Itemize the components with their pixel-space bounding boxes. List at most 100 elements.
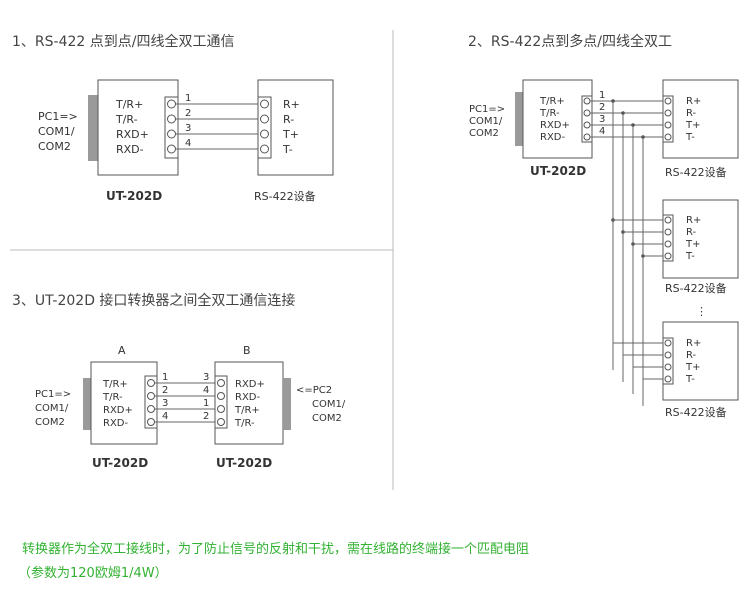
s3-pc-left-label-1: PC1=> (35, 389, 71, 400)
s2-device-pin-label: T- (685, 132, 695, 143)
s2-converter-box (522, 79, 593, 159)
s1-device-name: RS-422设备 (254, 189, 316, 203)
s2-device-screw-icon (664, 375, 672, 383)
s1-converter-name: UT-202D (106, 189, 162, 203)
s2-converter-pin-label: RXD- (540, 132, 565, 143)
s3-converter-b-pin-label: RXD+ (235, 379, 265, 390)
s3-pc-right-label-1: <=PC2 (296, 385, 332, 396)
s1-converter-terminal-block (164, 96, 179, 159)
s1-converter-pin-label: T/R- (115, 113, 138, 126)
s2-device-pin-label: R- (686, 108, 697, 119)
s1-converter-pin-label: RXD- (116, 143, 144, 156)
s1-pc-label-3: COM2 (38, 140, 71, 153)
s3-converter-b-screw-icon (217, 392, 225, 400)
s1-wire-number: 4 (185, 138, 191, 149)
s2-device-terminal-block (662, 214, 674, 262)
s2-device-terminal-block (662, 95, 674, 143)
s3-wire-number-a: 3 (162, 398, 168, 409)
s1-wire-number: 3 (185, 123, 191, 134)
s2-device-screw-icon (664, 109, 672, 117)
s3-converter-a-screw-icon (147, 392, 155, 400)
s2-device-pin-label: T+ (685, 239, 701, 250)
s3-wire-number-a: 1 (162, 372, 168, 383)
s3-converter-b-screw-icon (217, 405, 225, 413)
s2-converter-name: UT-202D (530, 164, 586, 178)
s2-device-screw-icon (664, 363, 672, 371)
s2-device-2-box (662, 199, 739, 279)
s1-wire-number: 2 (185, 108, 191, 119)
s2-converter-terminal-block (581, 95, 593, 143)
s2-converter-db9-plug (515, 92, 523, 146)
s3-wire-number-a: 2 (162, 385, 168, 396)
s3-converter-b-screw-icon (217, 418, 225, 426)
s3-converter-b-db9-plug (283, 378, 291, 430)
s1-converter-screw-icon (167, 114, 176, 124)
s1-device-screw-icon (260, 114, 269, 124)
s2-device-pin-label: R+ (686, 215, 701, 226)
s2-device-pin-label: T- (685, 251, 695, 262)
s2-device-screw-icon (664, 252, 672, 260)
s1-converter-screw-icon (167, 99, 176, 109)
section-3-converter-to-converter: 3、UT-202D 接口转换器之间全双工通信连接 A B PC1=> COM1/… (12, 292, 346, 470)
s3-converter-b-pin-label: T/R+ (234, 405, 260, 416)
s2-pc-label-1: PC1=> (469, 104, 505, 115)
s2-wire-number: 2 (599, 102, 605, 113)
s2-device-screw-icon (664, 339, 672, 347)
s3-converter-a-screw-icon (147, 418, 155, 426)
s2-device-pin-label: T+ (685, 120, 701, 131)
s2-device-screw-icon (664, 351, 672, 359)
s3-pc-right-label-3: COM2 (312, 413, 342, 424)
s1-converter-pin-label: T/R+ (115, 98, 143, 111)
section-1-title: 1、RS-422 点到点/四线全双工通信 (12, 33, 234, 50)
s2-converter-pin-label: T/R- (539, 108, 560, 119)
s2-wire-number: 4 (599, 126, 605, 137)
s3-wire-number-b: 3 (203, 372, 209, 383)
s2-junction-dot (621, 111, 625, 115)
s3-converter-a-pin-label: T/R- (102, 392, 123, 403)
s3-converter-a-screw-icon (147, 405, 155, 413)
s2-device-screw-icon (664, 216, 672, 224)
s2-converter-screw-icon (583, 97, 591, 105)
s1-converter-db9-plug (88, 95, 98, 161)
s2-converter-screw-icon (583, 133, 591, 141)
s1-device-screw-icon (260, 144, 269, 154)
s3-converter-b-terminal-block (214, 375, 228, 429)
s3-wire-number-b: 2 (203, 411, 209, 422)
s3-converter-a-name: UT-202D (92, 456, 148, 470)
s2-pc-label-3: COM2 (469, 128, 499, 139)
s2-device-2-name: RS-422设备 (665, 281, 727, 295)
s2-device-screw-icon (664, 97, 672, 105)
s2-converter-screw-icon (583, 121, 591, 129)
s3-converter-b-pin-label: T/R- (234, 418, 255, 429)
s2-device-screw-icon (664, 133, 672, 141)
section-2-point-to-multipoint: 2、RS-422点到多点/四线全双工 PC1=> COM1/ COM2 T/R+… (468, 33, 739, 419)
s1-converter-screw-icon (167, 144, 176, 154)
s3-converter-a-screw-icon (147, 379, 155, 387)
s2-device-screw-icon (664, 228, 672, 236)
s2-junction-dot (641, 135, 645, 139)
s2-wire-number: 3 (599, 114, 605, 125)
s1-device-pin-label: T- (282, 143, 293, 156)
s2-device-terminal-block (662, 337, 674, 385)
s1-device-screw-icon (260, 129, 269, 139)
s3-converter-a-terminal-block (144, 375, 158, 429)
s3-wire-number-b: 1 (203, 398, 209, 409)
s2-junction-dot (611, 99, 615, 103)
s2-converter-pin-label: RXD+ (540, 120, 570, 131)
termination-note-line-1: 转换器作为全双工接线时，为了防止信号的反射和干扰，需在线路的终端接一个匹配电阻 (22, 541, 529, 557)
s1-device-pin-label: R- (283, 113, 294, 126)
s2-device-pin-label: T+ (685, 362, 701, 373)
s2-device-3-box (662, 321, 739, 401)
s2-device-pin-label: R+ (686, 96, 701, 107)
s3-converter-a-db9-plug (83, 378, 91, 430)
s2-device-screw-icon (664, 121, 672, 129)
s3-converter-a-pin-label: T/R+ (102, 379, 128, 390)
s3-label-b: B (243, 344, 251, 357)
s3-wire-number-a: 4 (162, 411, 168, 422)
s3-pc-right-label-2: COM1/ (312, 399, 346, 410)
s2-junction-dot (631, 123, 635, 127)
s1-device-terminal-block (257, 96, 272, 159)
s2-device-1-box (662, 79, 739, 159)
